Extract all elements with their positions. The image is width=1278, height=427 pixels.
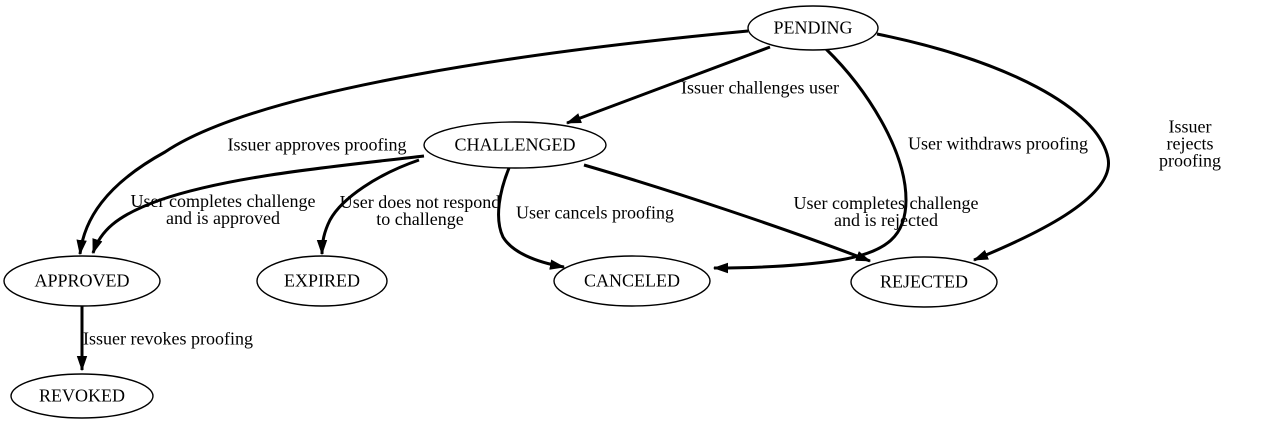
challenged-node-ellipse	[423, 121, 607, 169]
edge-label-issuer-approves-proofing: Issuer approves proofing	[227, 134, 407, 155]
edge-challenged-to-rejected	[583, 163, 872, 263]
edge-label-user-completes-rejected: User completes challenge and is rejected	[793, 193, 979, 230]
edge-challenged-to-canceled	[497, 167, 566, 270]
edge-pending-to-challenged	[565, 45, 771, 125]
edge-label-issuer-revokes-proofing: Issuer revokes proofing	[83, 328, 253, 349]
pending-node-label: PENDING	[773, 17, 853, 38]
edge-label-user-withdraws-proofing: User withdraws proofing	[908, 133, 1088, 154]
edge-label-user-completes-approved: User completes challenge and is approved	[130, 191, 316, 228]
edge-label-issuer-rejects-proofing: Issuer rejects proofing	[1159, 116, 1221, 171]
edge-pending-to-canceled	[712, 47, 908, 274]
approved-node-ellipse	[3, 255, 161, 307]
expired-node-ellipse	[256, 255, 388, 307]
edge-challenged-to-expired	[316, 158, 420, 256]
edge-pending-to-approved	[76, 29, 749, 256]
approved-node-label: APPROVED	[34, 270, 130, 291]
edge-label-issuer-challenges-user: Issuer challenges user	[681, 77, 839, 98]
rejected-node-label: REJECTED	[880, 271, 968, 292]
rejected-node-ellipse	[850, 256, 998, 308]
edge-pending-to-rejected	[876, 32, 1110, 262]
revoked-node-ellipse	[10, 373, 154, 419]
expired-node-label: EXPIRED	[284, 270, 360, 291]
canceled-node-ellipse	[553, 255, 711, 307]
revoked-node-label: REVOKED	[39, 385, 125, 406]
edge-label-user-does-not-respond: User does not respond to challenge	[339, 192, 501, 229]
edge-label-user-cancels-proofing: User cancels proofing	[516, 202, 674, 223]
challenged-node-label: CHALLENGED	[454, 134, 576, 155]
edge-challenged-to-approved	[91, 154, 425, 255]
canceled-node-label: CANCELED	[584, 270, 680, 291]
pending-node-ellipse	[747, 5, 879, 51]
